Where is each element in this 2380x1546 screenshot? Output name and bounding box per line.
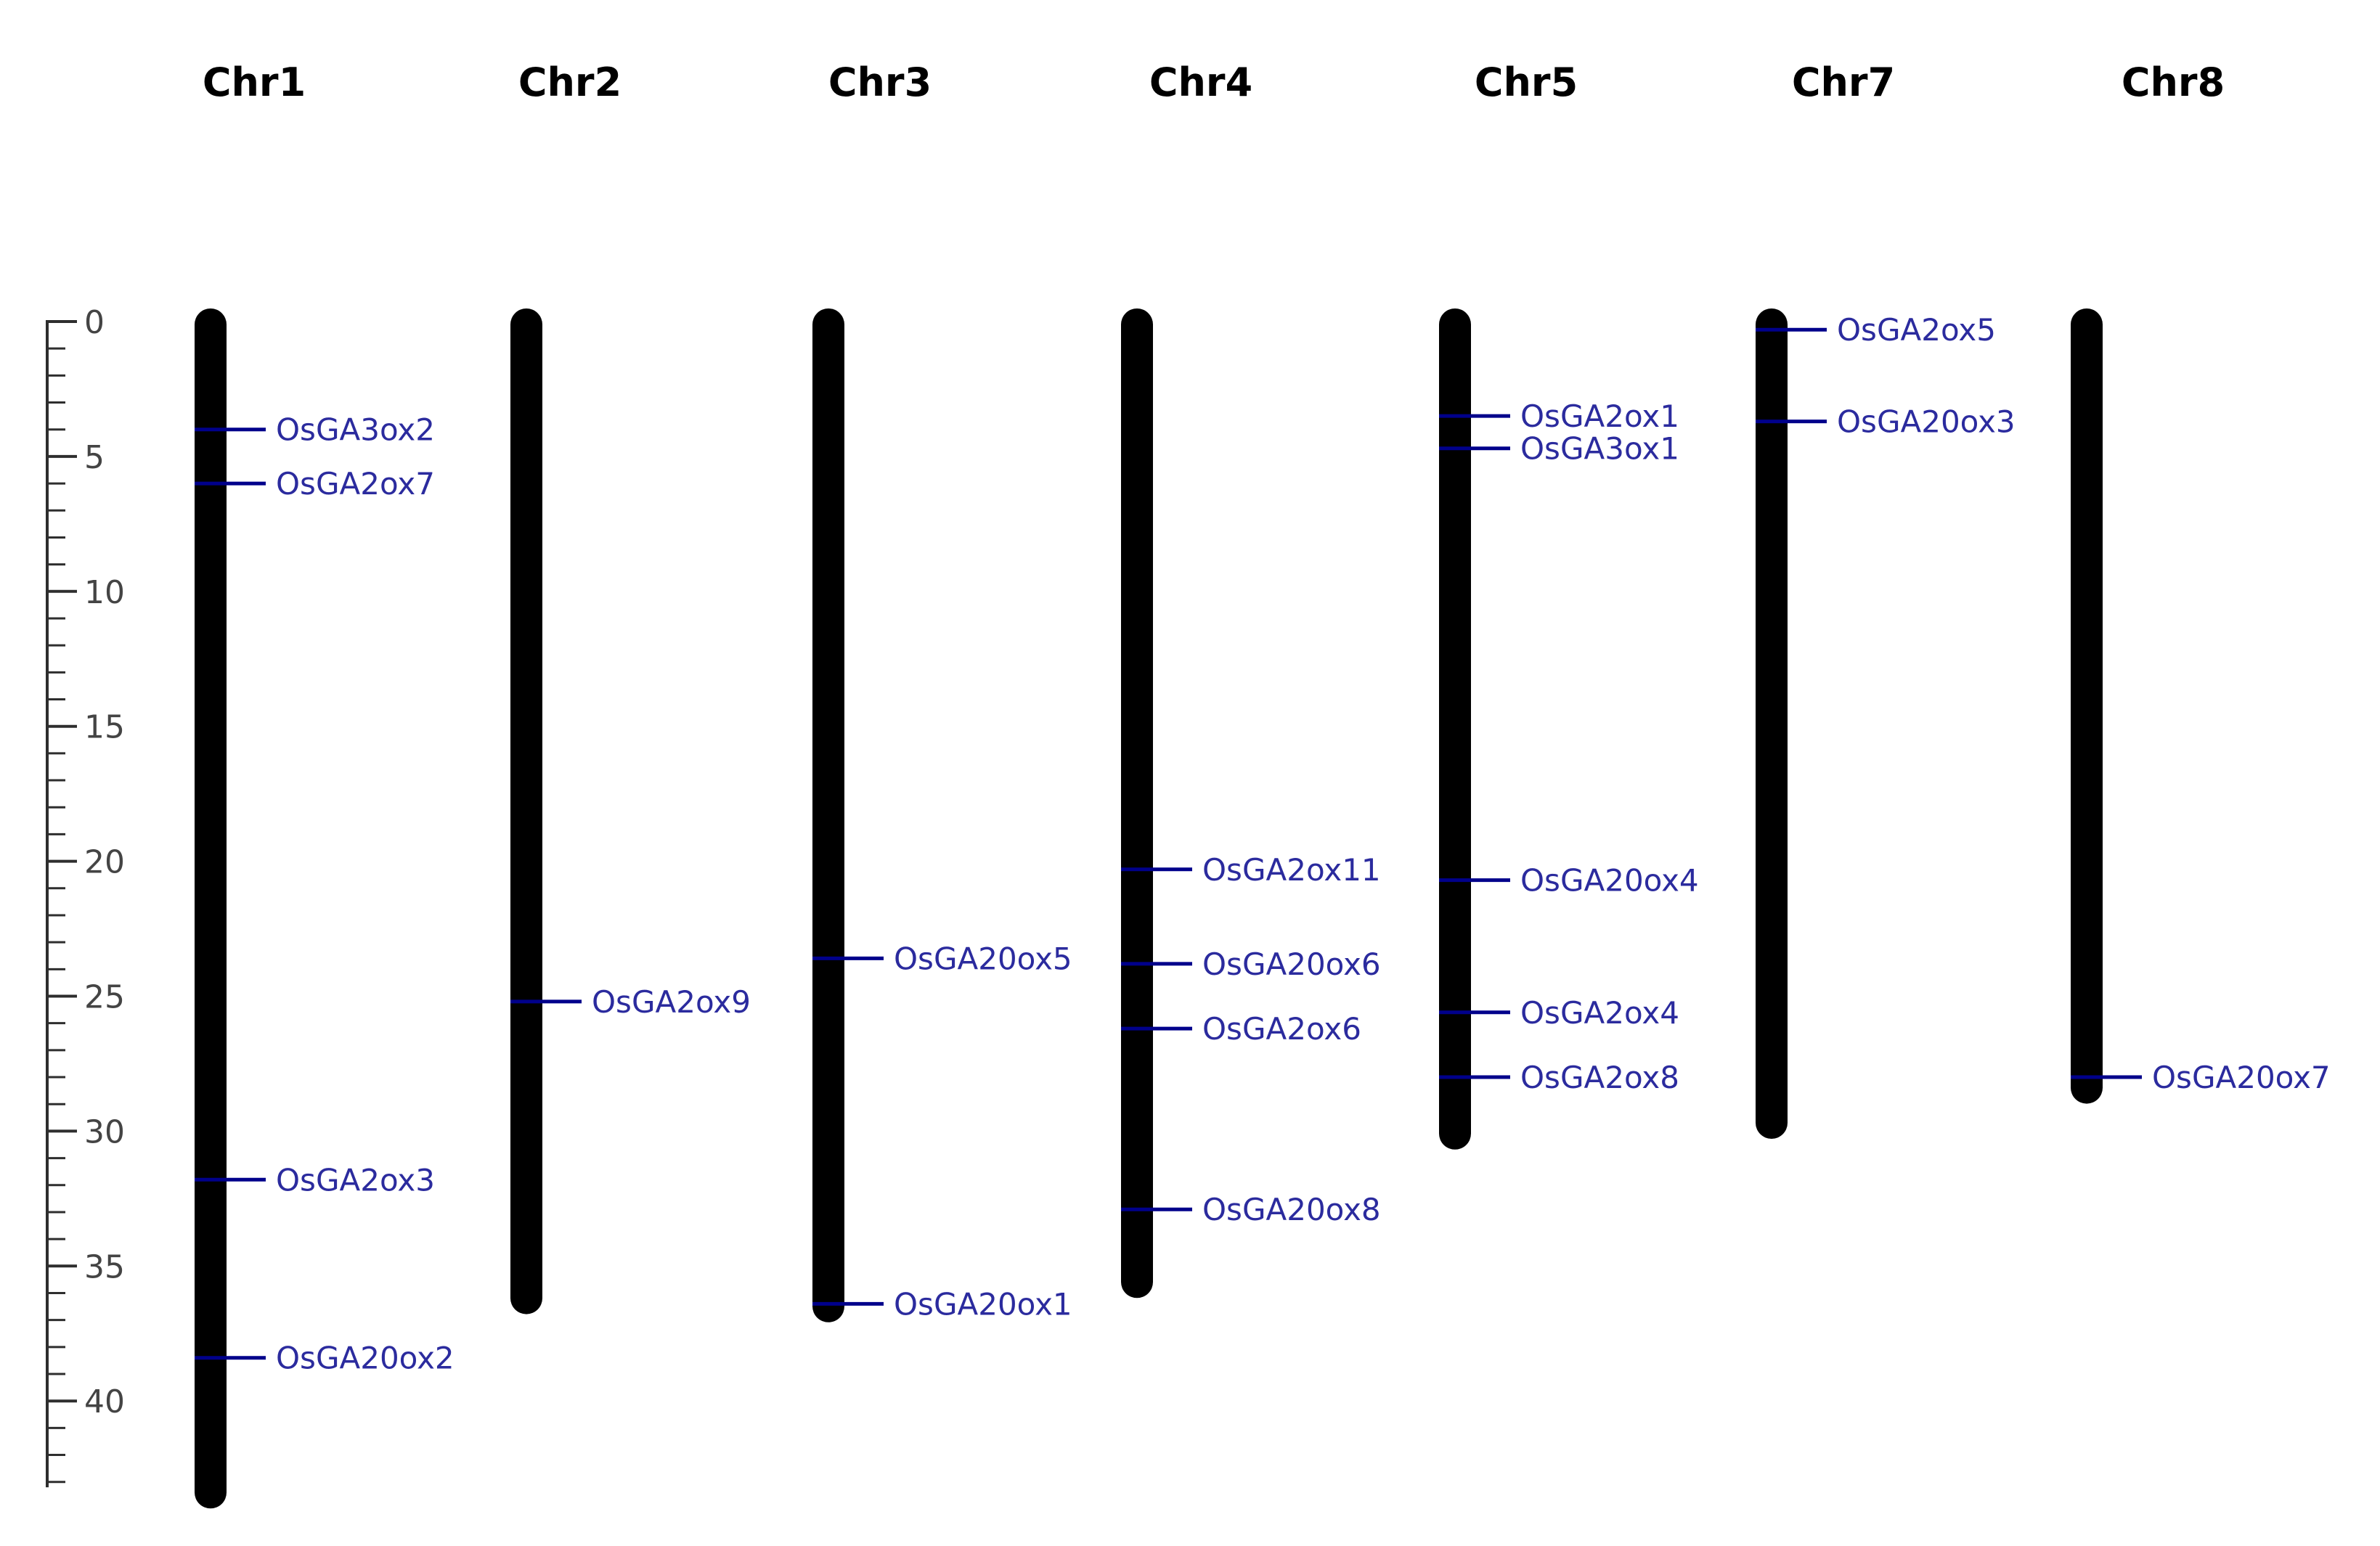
gene-label: OsGA20ox6 [1202,946,1381,982]
chromosome-bar [1439,308,1471,1150]
chromosome-title: Chr8 [2122,60,2225,105]
gene-label: OsGA20ox7 [2152,1060,2331,1095]
gene-label: OsGA3ox2 [276,412,435,448]
gene-label: OsGA20ox3 [1837,404,2016,440]
ruler-tick-label: 40 [84,1383,125,1420]
ruler-tick-label: 0 [84,304,105,341]
chromosome-bar [812,308,844,1322]
ruler-tick-label: 20 [84,844,125,881]
chromosome-bar [2071,308,2103,1104]
chromosome-bar [510,308,542,1314]
chromosome-title: Chr3 [828,60,932,105]
chromosome-title: Chr1 [203,60,306,105]
ruler-tick-label: 30 [84,1113,125,1150]
gene-label: OsGA2ox7 [276,466,435,502]
gene-label: OsGA20ox8 [1202,1192,1381,1227]
chromosome-bar [1121,308,1153,1298]
gene-label: OsGA2ox9 [592,984,751,1020]
gene-label: OsGA20ox5 [894,941,1072,976]
chromosome-title: Chr7 [1792,60,1895,105]
chromosome-title: Chr5 [1475,60,1578,105]
chromosome-title: Chr4 [1149,60,1252,105]
chromosome-bar [1756,308,1788,1139]
ruler-tick-label: 10 [84,574,125,611]
chromosome-title: Chr2 [518,60,622,105]
gene-label: OsGA2ox3 [276,1162,435,1198]
gene-label: OsGA20ox1 [894,1286,1072,1322]
gene-label: OsGA2ox8 [1520,1060,1679,1095]
gene-label: OsGA2ox1 [1520,398,1679,434]
ruler-tick-label: 15 [84,709,125,746]
gene-label: OsGA3ox1 [1520,431,1679,467]
gene-label: OsGA20ox4 [1520,863,1699,899]
ruler-tick-label: 5 [84,439,105,476]
gene-label: OsGA20ox2 [276,1341,455,1376]
ruler-tick-label: 25 [84,979,125,1016]
chromosome-bar [195,308,227,1509]
gene-label: OsGA2ox5 [1837,312,1996,348]
gene-label: OsGA2ox11 [1202,852,1381,888]
ruler-tick-label: 35 [84,1248,125,1285]
gene-label: OsGA2ox6 [1202,1011,1361,1047]
gene-label: OsGA2ox4 [1520,995,1679,1031]
